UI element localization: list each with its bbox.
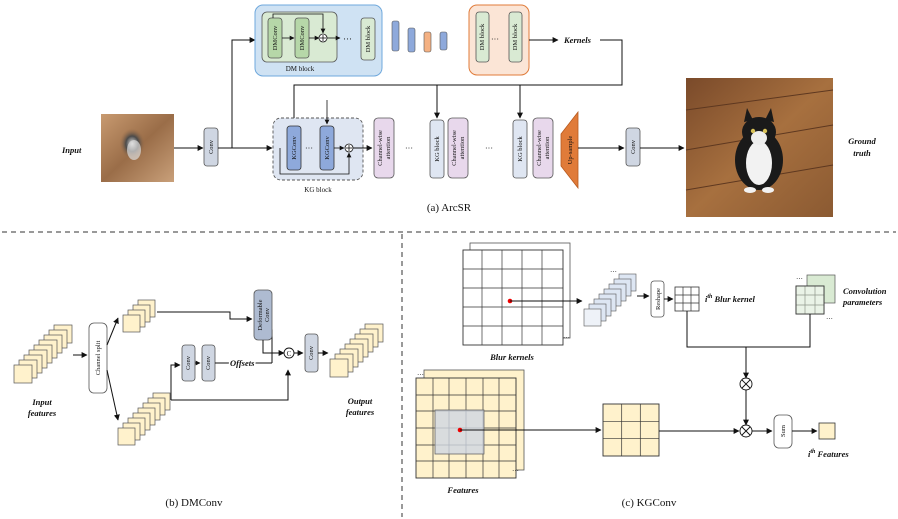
kgconv-label-1: KGConv	[291, 136, 298, 160]
svg-text:Sum: Sum	[780, 425, 787, 437]
dm-block-output-group: DM block ··· DM block	[468, 4, 530, 76]
svg-text:attention: attention	[385, 136, 392, 159]
fusion-conv-block: Conv	[304, 333, 319, 373]
panel-kgconv: ··· Blur kernels ··· Reshape	[415, 242, 887, 509]
features-label: Features	[446, 485, 479, 495]
dm-block-inner-label: DM block	[365, 25, 372, 52]
blur-kernels-grid	[462, 242, 571, 346]
caption-kgconv: (c) KGConv	[622, 497, 677, 509]
kg-block-caption: KG block	[304, 186, 332, 194]
svg-text:C: C	[287, 350, 292, 358]
kernels-label: Kernels	[563, 35, 592, 45]
extracted-patch-grid	[602, 403, 660, 457]
svg-text:···: ···	[512, 467, 519, 475]
svg-text:Conv: Conv	[205, 355, 212, 370]
svg-text:···: ···	[563, 334, 570, 342]
channel-attention-1: Channel-wise attention	[373, 117, 395, 179]
svg-text:Channel-wise: Channel-wise	[536, 130, 543, 166]
ground-truth-label-2: truth	[853, 148, 871, 158]
dm-ellipsis-o: ···	[491, 35, 499, 44]
ith-feature-cell	[818, 422, 836, 440]
input-label: Input	[61, 145, 82, 155]
svg-text:Conv: Conv	[185, 355, 192, 370]
input-features-stack	[13, 324, 73, 384]
svg-text:Conv: Conv	[308, 345, 315, 360]
upsample-block: Up-sample	[560, 110, 579, 190]
svg-text:···: ···	[796, 275, 803, 283]
conv-params-label-1: Convolution	[843, 286, 887, 296]
ith-blur-kernel-label: ith Blur kernel	[705, 294, 756, 304]
feature-bar-4	[439, 31, 448, 51]
kg-ellipsis-1: ···	[405, 144, 413, 153]
panel-arcsr: Input Conv DMConv DMConv	[61, 4, 876, 217]
svg-text:Channel-wise: Channel-wise	[377, 130, 384, 166]
svg-text:Deformable: Deformable	[257, 299, 264, 330]
svg-text:Conv: Conv	[630, 139, 637, 154]
dmconv-label-2: DMConv	[299, 25, 306, 50]
offset-conv-1: Conv	[181, 344, 196, 382]
svg-text:···: ···	[826, 315, 833, 323]
svg-text:···: ···	[610, 268, 617, 276]
dmconv-label-1: DMConv	[272, 25, 279, 50]
svg-text:Output: Output	[348, 396, 373, 406]
ground-truth-label-1: Ground	[848, 136, 876, 146]
conv-params-label-2: parameters	[842, 297, 883, 307]
conv-block-input: Conv	[203, 127, 219, 167]
ith-blur-kernel-grid	[674, 286, 700, 312]
dm-block-label-o2: DM block	[512, 23, 519, 50]
dm-block-group: DMConv DMConv ··· DM block DM block	[254, 4, 383, 77]
dm-block-caption: DM block	[286, 65, 315, 73]
offset-conv-2: Conv	[201, 344, 216, 382]
kg-ellipsis-inner: ···	[305, 144, 313, 153]
dm-ellipsis: ···	[343, 34, 352, 44]
svg-text:Reshape: Reshape	[655, 288, 662, 310]
deformable-conv-block: Deformable Conv	[253, 289, 273, 341]
blur-kernels-label: Blur kernels	[489, 352, 534, 362]
kernel-stack	[583, 273, 637, 327]
channel-attention-3: Channel-wise attention	[532, 117, 554, 179]
reshape-block: Reshape	[650, 280, 665, 318]
kg-block-group: KGConv ··· KGConv KG block	[272, 100, 364, 194]
panel-dmconv: Input features Channel split	[13, 289, 384, 509]
svg-text:Input: Input	[31, 397, 52, 407]
ground-truth-image	[685, 78, 834, 217]
ith-features-label: ith Features	[808, 449, 849, 459]
output-features-stack	[329, 323, 384, 378]
dm-block-label-o1: DM block	[479, 23, 486, 50]
conv-label: Conv	[208, 139, 215, 154]
feature-bar-1	[391, 20, 400, 52]
caption-dmconv: (b) DMConv	[165, 497, 223, 509]
conv-block-output: Conv	[625, 127, 641, 167]
channel-attention-2: Channel-wise attention	[447, 117, 469, 179]
svg-text:features: features	[28, 408, 57, 418]
svg-text:KG block: KG block	[517, 136, 524, 162]
caption-arcsr: (a) ArcSR	[427, 202, 472, 214]
features-grid	[415, 369, 525, 479]
offsets-label: Offsets	[230, 358, 255, 368]
upper-split-features	[122, 299, 156, 333]
svg-text:Up-sample: Up-sample	[567, 136, 574, 165]
svg-text:Channel split: Channel split	[95, 341, 102, 376]
lower-split-features	[117, 392, 171, 446]
svg-text:features: features	[346, 407, 375, 417]
svg-text:Channel-wise: Channel-wise	[451, 130, 458, 166]
svg-text:attention: attention	[459, 136, 466, 159]
svg-text:···: ···	[417, 371, 424, 379]
feature-bar-3	[423, 31, 432, 53]
kg-block-2	[429, 119, 445, 179]
sum-block: Sum	[773, 414, 793, 449]
svg-text:KG block: KG block	[434, 136, 441, 162]
feature-bar-2	[407, 27, 416, 53]
svg-text:Conv: Conv	[264, 307, 271, 322]
svg-text:attention: attention	[544, 136, 551, 159]
channel-split-block: Channel split	[88, 322, 108, 394]
kg-ellipsis-2: ···	[485, 144, 493, 153]
blurred-input-image	[101, 114, 174, 182]
convolution-parameters-grid	[795, 274, 836, 315]
kgconv-label-2: KGConv	[324, 136, 331, 160]
kg-block-3	[512, 119, 528, 179]
